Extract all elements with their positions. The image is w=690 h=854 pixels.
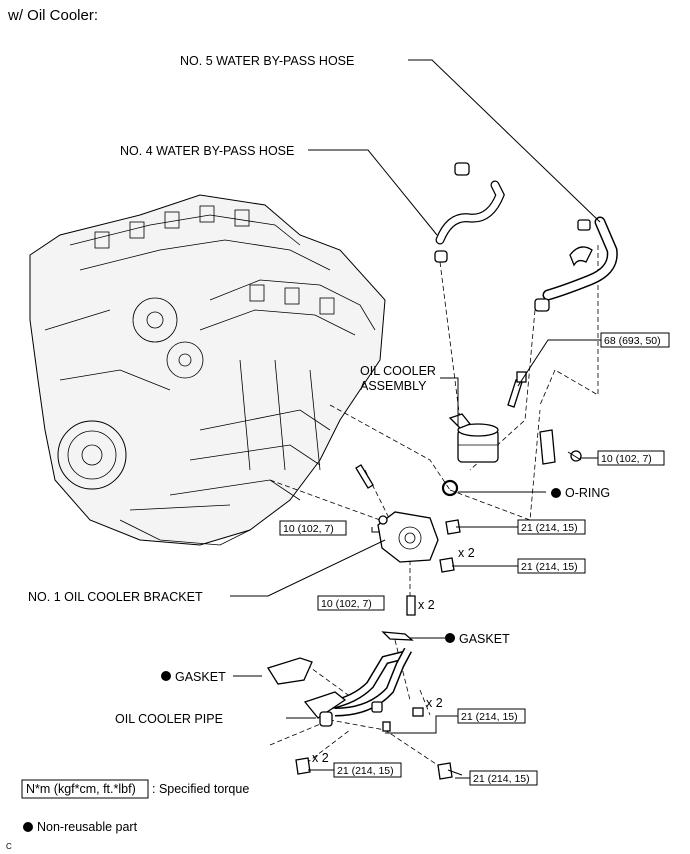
svg-text:21 (214, 15): 21 (214, 15) [337, 765, 394, 777]
multiplier-x2-pipe: x 2 [426, 696, 443, 710]
svg-text:10 (102, 7): 10 (102, 7) [601, 453, 652, 465]
label-no1-oil-cooler-bracket: NO. 1 OIL COOLER BRACKET [28, 590, 203, 604]
figure-code: C [6, 842, 12, 851]
non-reusable-bullet-icon [551, 488, 561, 498]
oil-cooler-assembly-part [448, 371, 527, 463]
non-reusable-bullet-icon [161, 671, 171, 681]
label-oil-cooler-assembly-line2: ASSEMBLY [360, 379, 427, 393]
leader-lines [230, 59, 601, 779]
label-gasket-right: GASKET [459, 632, 510, 646]
torque-box-21-pipe: 21 (214, 15) [457, 708, 526, 724]
svg-text:21 (214, 15): 21 (214, 15) [461, 711, 518, 723]
torque-box-10-left: 10 (102, 7) [279, 520, 347, 536]
no1-oil-cooler-bracket-part [377, 511, 439, 563]
torque-box-68: 68 (693, 50) [600, 332, 670, 348]
multiplier-x2-bracket: x 2 [458, 546, 475, 560]
torque-box-21-lower-left: 21 (214, 15) [333, 762, 402, 778]
o-ring-part [441, 479, 459, 497]
svg-text:21 (214, 15): 21 (214, 15) [521, 522, 578, 534]
svg-text:68 (693, 50): 68 (693, 50) [604, 335, 661, 347]
legend-torque-unit: N*m (kgf*cm, ft.*lbf) [26, 782, 136, 796]
diagram-title: w/ Oil Cooler: [7, 7, 98, 24]
lower-bolts [295, 757, 463, 780]
right-bracket-part [539, 429, 582, 465]
multiplier-x2-lower: x 2 [312, 751, 329, 765]
oil-cooler-pipe-part [303, 647, 424, 732]
label-oil-cooler-pipe: OIL COOLER PIPE [115, 712, 223, 726]
non-reusable-bullet-icon [23, 822, 33, 832]
label-no4-water-bypass-hose: NO. 4 WATER BY-PASS HOSE [120, 144, 294, 158]
engine-assembly-illustration [29, 194, 386, 546]
label-oil-cooler-assembly-line1: OIL COOLER [360, 364, 436, 378]
svg-text:10 (102, 7): 10 (102, 7) [283, 523, 334, 535]
no4-water-bypass-hose [434, 162, 505, 263]
label-gasket-left: GASKET [175, 670, 226, 684]
multiplier-x2-stud: x 2 [418, 598, 435, 612]
legend-non-reusable: Non-reusable part [23, 820, 138, 834]
torque-box-10-stud: 10 (102, 7) [317, 595, 385, 611]
svg-text:21 (214, 15): 21 (214, 15) [473, 773, 530, 785]
svg-text:10 (102, 7): 10 (102, 7) [321, 598, 372, 610]
legend-non-reusable-text: Non-reusable part [37, 820, 138, 834]
torque-box-10-right: 10 (102, 7) [597, 450, 665, 466]
label-o-ring: O-RING [565, 486, 610, 500]
torque-box-21-bracket: 21 (214, 15) [517, 558, 586, 574]
gasket-right-part [381, 631, 414, 641]
non-reusable-bullet-icon [445, 633, 455, 643]
bracket-bolts [406, 519, 461, 616]
torque-box-21-lower-right: 21 (214, 15) [469, 770, 538, 786]
stud-bolt-part [355, 464, 374, 489]
torque-box-21-oring: 21 (214, 15) [517, 519, 586, 535]
svg-text:21 (214, 15): 21 (214, 15) [521, 561, 578, 573]
gasket-left-part [267, 657, 313, 685]
legend-torque-text: : Specified torque [152, 782, 249, 796]
label-no5-water-bypass-hose: NO. 5 WATER BY-PASS HOSE [180, 54, 354, 68]
legend-specified-torque: N*m (kgf*cm, ft.*lbf) : Specified torque [21, 779, 249, 799]
no5-water-bypass-hose [534, 216, 618, 312]
